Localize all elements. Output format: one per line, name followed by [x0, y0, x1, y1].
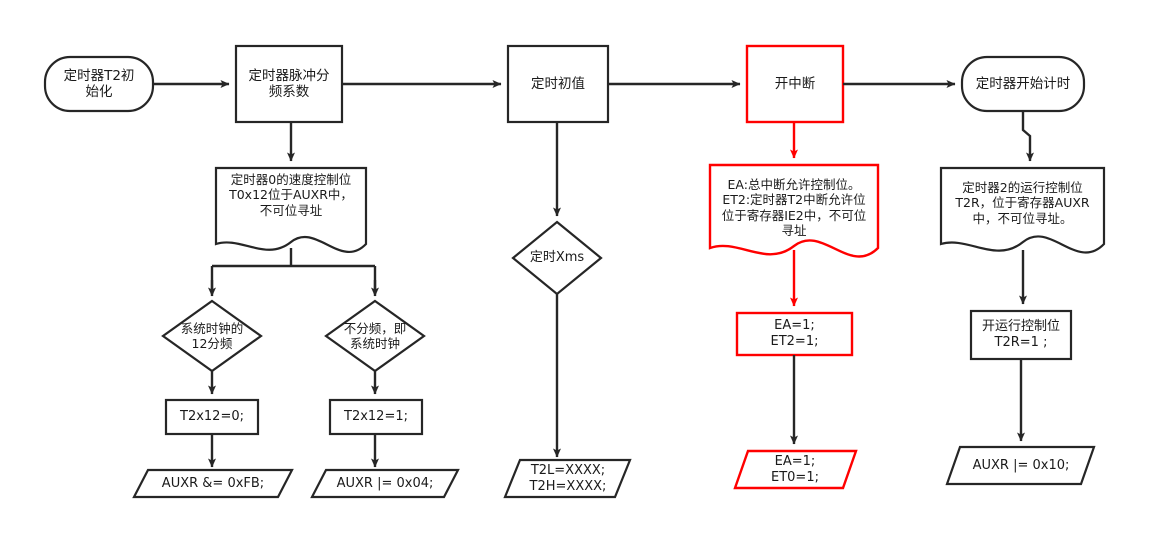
- node-set-t2r[interactable]: [969, 309, 1073, 361]
- node-set-ea-et2[interactable]: [735, 311, 854, 357]
- node-code-ea-et0[interactable]: [733, 449, 858, 490]
- hit-decision-no-div[interactable]: [326, 301, 424, 371]
- node-code-auxr-or04[interactable]: [310, 468, 460, 499]
- node-set-t2x12-1[interactable]: [328, 398, 424, 436]
- hit-set-t2x12-0[interactable]: [166, 400, 258, 434]
- hit-prescaler[interactable]: [236, 46, 342, 122]
- hit-decision-timing-xms[interactable]: [513, 222, 601, 294]
- node-enable-interrupt[interactable]: [745, 44, 845, 124]
- hit-code-ea-et0[interactable]: [735, 451, 856, 488]
- hit-run-control-note[interactable]: [941, 168, 1104, 250]
- hit-prescaler-note[interactable]: [216, 168, 366, 250]
- hit-code-auxr-or10[interactable]: [947, 447, 1094, 484]
- node-run-control-note[interactable]: [939, 166, 1106, 254]
- node-code-auxr-or10[interactable]: [945, 445, 1096, 486]
- hit-code-auxr-or04[interactable]: [312, 470, 458, 497]
- hit-set-ea-et2[interactable]: [737, 313, 852, 355]
- hit-start-t2-init[interactable]: [45, 57, 153, 111]
- node-prescaler-note[interactable]: [214, 166, 368, 253]
- hit-set-t2x12-1[interactable]: [330, 400, 422, 434]
- edge-note-split: [210, 248, 377, 294]
- hit-set-t2r[interactable]: [971, 311, 1071, 359]
- hit-interrupt-note[interactable]: [710, 165, 878, 250]
- edge-counting-to-note: [1021, 111, 1034, 162]
- node-interrupt-note[interactable]: [708, 163, 880, 258]
- node-code-t2l-t2h[interactable]: [503, 458, 632, 499]
- hit-start-counting[interactable]: [962, 57, 1084, 111]
- node-set-t2x12-0[interactable]: [164, 398, 260, 436]
- node-code-auxr-and[interactable]: [132, 468, 294, 499]
- hit-code-auxr-and[interactable]: [134, 470, 292, 497]
- hit-initial-value[interactable]: [508, 46, 608, 122]
- hit-code-t2l-t2h[interactable]: [505, 460, 630, 497]
- hit-decision-sysclk-div12[interactable]: [163, 301, 261, 371]
- hit-enable-interrupt[interactable]: [747, 46, 843, 122]
- node-prescaler[interactable]: [234, 44, 344, 124]
